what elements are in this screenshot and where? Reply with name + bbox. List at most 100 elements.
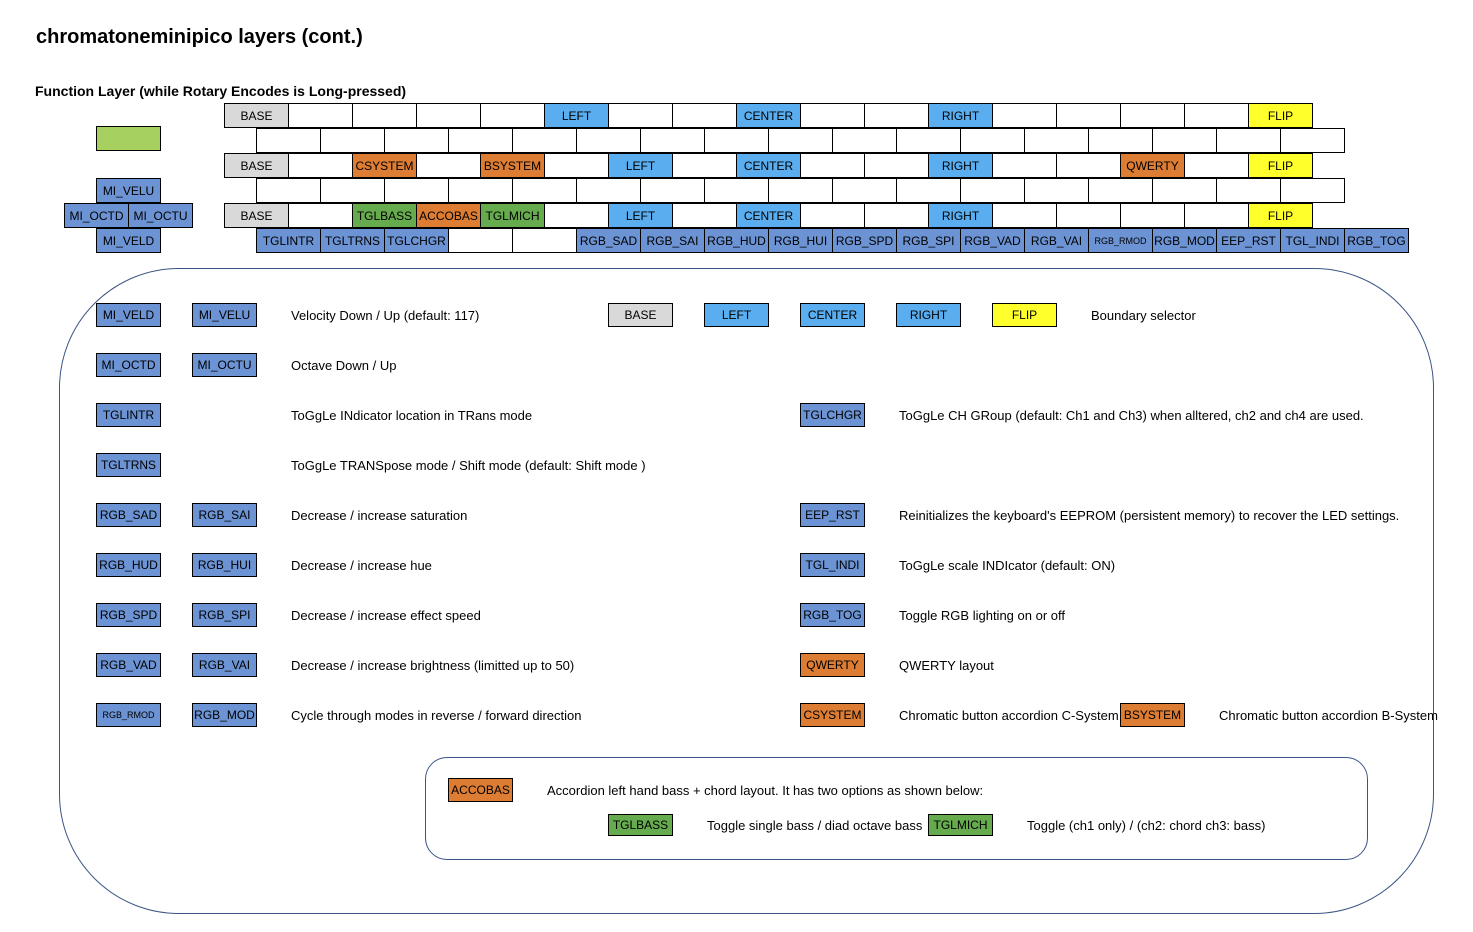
grid-key-rgb-sad[interactable]: RGB_SAD bbox=[576, 228, 641, 253]
side-key-mi-octu[interactable]: MI_OCTU bbox=[128, 203, 193, 228]
grid-key-empty[interactable] bbox=[800, 103, 865, 128]
grid-key-empty[interactable] bbox=[800, 153, 865, 178]
grid-key-empty[interactable] bbox=[576, 178, 641, 203]
legend-rgb-rmod-key[interactable]: RGB_RMOD bbox=[96, 703, 161, 727]
grid-key-empty[interactable] bbox=[544, 203, 609, 228]
grid-key-base[interactable]: BASE bbox=[224, 103, 289, 128]
grid-key-rgb-rmod[interactable]: RGB_RMOD bbox=[1088, 228, 1153, 253]
grid-key-rgb-vad[interactable]: RGB_VAD bbox=[960, 228, 1025, 253]
grid-key-empty[interactable] bbox=[1184, 203, 1249, 228]
grid-key-empty[interactable] bbox=[1280, 128, 1345, 153]
legend-mi-octu-key[interactable]: MI_OCTU bbox=[192, 353, 257, 377]
legend-rgb-sad-key[interactable]: RGB_SAD bbox=[96, 503, 161, 527]
grid-key-empty[interactable] bbox=[704, 128, 769, 153]
grid-key-empty[interactable] bbox=[992, 203, 1057, 228]
grid-key-bsystem[interactable]: BSYSTEM bbox=[480, 153, 545, 178]
grid-key-empty[interactable] bbox=[320, 178, 385, 203]
grid-key-empty[interactable] bbox=[1120, 203, 1185, 228]
legend-tglbass-key[interactable]: TGLBASS bbox=[608, 814, 673, 836]
grid-key-empty[interactable] bbox=[768, 128, 833, 153]
grid-key-empty[interactable] bbox=[256, 178, 321, 203]
grid-key-empty[interactable] bbox=[864, 153, 929, 178]
legend-rgb-spi-key[interactable]: RGB_SPI bbox=[192, 603, 257, 627]
legend-rgb-sai-key[interactable]: RGB_SAI bbox=[192, 503, 257, 527]
grid-key-empty[interactable] bbox=[512, 228, 577, 253]
grid-key-empty[interactable] bbox=[1088, 128, 1153, 153]
grid-key-qwerty[interactable]: QWERTY bbox=[1120, 153, 1185, 178]
grid-key-tglbass[interactable]: TGLBASS bbox=[352, 203, 417, 228]
legend-qwerty-key[interactable]: QWERTY bbox=[800, 653, 865, 677]
grid-key-left[interactable]: LEFT bbox=[608, 203, 673, 228]
grid-key-empty[interactable] bbox=[1056, 153, 1121, 178]
grid-key-flip[interactable]: FLIP bbox=[1248, 103, 1313, 128]
grid-key-empty[interactable] bbox=[576, 128, 641, 153]
grid-key-tglchgr[interactable]: TGLCHGR bbox=[384, 228, 449, 253]
grid-key-flip[interactable]: FLIP bbox=[1248, 153, 1313, 178]
legend-rgb-vad-key[interactable]: RGB_VAD bbox=[96, 653, 161, 677]
grid-key-base[interactable]: BASE bbox=[224, 153, 289, 178]
grid-key-empty[interactable] bbox=[352, 103, 417, 128]
grid-key-base[interactable]: BASE bbox=[224, 203, 289, 228]
grid-key-rgb-tog[interactable]: RGB_TOG bbox=[1344, 228, 1409, 253]
grid-key-empty[interactable] bbox=[672, 153, 737, 178]
legend-eep-rst-key[interactable]: EEP_RST bbox=[800, 503, 865, 527]
grid-key-center[interactable]: CENTER bbox=[736, 203, 801, 228]
grid-key-empty[interactable] bbox=[864, 103, 929, 128]
legend-right-key[interactable]: RIGHT bbox=[896, 303, 961, 327]
grid-key-empty[interactable] bbox=[800, 203, 865, 228]
grid-key-empty[interactable] bbox=[960, 128, 1025, 153]
grid-key-empty[interactable] bbox=[832, 128, 897, 153]
grid-key-empty[interactable] bbox=[320, 128, 385, 153]
grid-key-right[interactable]: RIGHT bbox=[928, 103, 993, 128]
legend-accobas-key[interactable]: ACCOBAS bbox=[448, 778, 513, 802]
legend-rgb-mod-key[interactable]: RGB_MOD bbox=[192, 703, 257, 727]
grid-key-accobas[interactable]: ACCOBAS bbox=[416, 203, 481, 228]
legend-base-key[interactable]: BASE bbox=[608, 303, 673, 327]
side-key-blank[interactable] bbox=[96, 126, 161, 151]
side-key-mi-octd[interactable]: MI_OCTD bbox=[64, 203, 129, 228]
grid-key-empty[interactable] bbox=[608, 103, 673, 128]
grid-key-empty[interactable] bbox=[864, 203, 929, 228]
grid-key-empty[interactable] bbox=[416, 153, 481, 178]
grid-key-empty[interactable] bbox=[384, 128, 449, 153]
grid-key-rgb-hui[interactable]: RGB_HUI bbox=[768, 228, 833, 253]
grid-key-center[interactable]: CENTER bbox=[736, 153, 801, 178]
grid-key-empty[interactable] bbox=[288, 103, 353, 128]
grid-key-empty[interactable] bbox=[1216, 128, 1281, 153]
grid-key-empty[interactable] bbox=[1280, 178, 1345, 203]
grid-key-empty[interactable] bbox=[960, 178, 1025, 203]
legend-rgb-hud-key[interactable]: RGB_HUD bbox=[96, 553, 161, 577]
legend-mi-velu-key[interactable]: MI_VELU bbox=[192, 303, 257, 327]
grid-key-empty[interactable] bbox=[1152, 178, 1217, 203]
grid-key-left[interactable]: LEFT bbox=[608, 153, 673, 178]
grid-key-empty[interactable] bbox=[512, 178, 577, 203]
grid-key-empty[interactable] bbox=[448, 178, 513, 203]
grid-key-center[interactable]: CENTER bbox=[736, 103, 801, 128]
grid-key-empty[interactable] bbox=[1184, 153, 1249, 178]
legend-rgb-hui-key[interactable]: RGB_HUI bbox=[192, 553, 257, 577]
grid-key-empty[interactable] bbox=[512, 128, 577, 153]
grid-key-empty[interactable] bbox=[896, 178, 961, 203]
grid-key-empty[interactable] bbox=[1056, 103, 1121, 128]
grid-key-empty[interactable] bbox=[416, 103, 481, 128]
legend-csystem-key[interactable]: CSYSTEM bbox=[800, 703, 865, 727]
grid-key-empty[interactable] bbox=[1024, 128, 1089, 153]
grid-key-empty[interactable] bbox=[992, 153, 1057, 178]
legend-mi-octd-key[interactable]: MI_OCTD bbox=[96, 353, 161, 377]
legend-mi-veld-key[interactable]: MI_VELD bbox=[96, 303, 161, 327]
legend-tgl-indi-key[interactable]: TGL_INDI bbox=[800, 553, 865, 577]
grid-key-empty[interactable] bbox=[480, 103, 545, 128]
grid-key-empty[interactable] bbox=[672, 103, 737, 128]
legend-center-key[interactable]: CENTER bbox=[800, 303, 865, 327]
legend-rgb-vai-key[interactable]: RGB_VAI bbox=[192, 653, 257, 677]
grid-key-left[interactable]: LEFT bbox=[544, 103, 609, 128]
grid-key-empty[interactable] bbox=[288, 203, 353, 228]
grid-key-tglmich[interactable]: TGLMICH bbox=[480, 203, 545, 228]
grid-key-empty[interactable] bbox=[672, 203, 737, 228]
grid-key-rgb-spi[interactable]: RGB_SPI bbox=[896, 228, 961, 253]
grid-key-empty[interactable] bbox=[1056, 203, 1121, 228]
grid-key-empty[interactable] bbox=[640, 128, 705, 153]
grid-key-empty[interactable] bbox=[544, 153, 609, 178]
side-key-mi-velu[interactable]: MI_VELU bbox=[96, 178, 161, 203]
grid-key-empty[interactable] bbox=[704, 178, 769, 203]
